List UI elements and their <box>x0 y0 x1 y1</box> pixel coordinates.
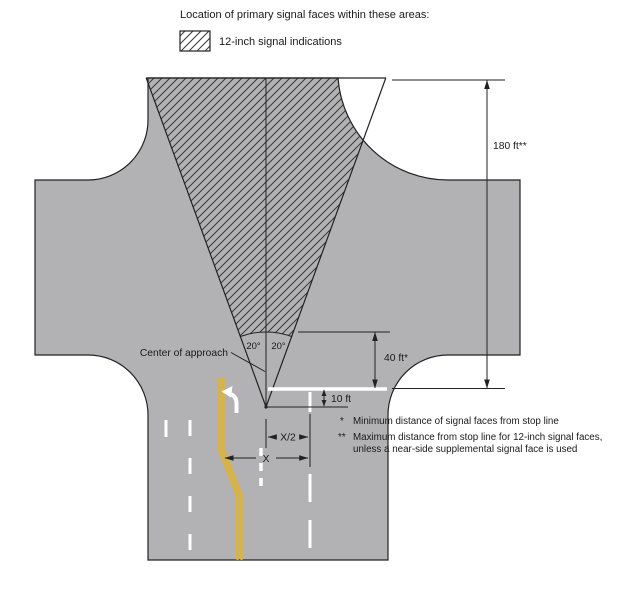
footnote2-line2: unless a near-side supplemental signal f… <box>353 444 577 455</box>
footnotes: * Minimum distance of signal faces from … <box>338 416 602 455</box>
dim-40ft-label: 40 ft* <box>384 353 408 364</box>
arrowhead-x2-right <box>299 434 309 440</box>
double-yellow-left <box>218 378 239 560</box>
arrow-stem <box>229 392 239 413</box>
dim-10ft-label: 10 ft <box>331 394 351 405</box>
footnote2-marker: ** <box>338 432 346 443</box>
arrowhead-40-top <box>372 332 378 341</box>
left-turn-arrow-marking <box>221 386 239 413</box>
dim-x2-label: X/2 <box>280 433 296 444</box>
dim-x-label: X <box>263 454 270 465</box>
left-20deg-ray <box>145 77 267 408</box>
legend-hatch-swatch <box>179 30 211 52</box>
arrowhead-x2-left <box>267 434 277 440</box>
dim-180ft-label: 180 ft** <box>493 141 527 152</box>
arrowhead-10-top <box>321 389 327 396</box>
signal-face-area <box>145 77 387 409</box>
arrowhead-10-bottom <box>321 400 327 407</box>
arrowhead-40-bottom <box>372 379 378 389</box>
arrowhead-180-top <box>484 80 490 89</box>
annotation-labels: Center of approach 20° 20° 180 ft** 40 f… <box>140 141 527 465</box>
arrowhead-180-bottom <box>484 379 490 389</box>
legend-label: 12-inch signal indications <box>219 36 342 48</box>
figure-header: Location of primary signal faces within … <box>179 9 429 52</box>
arrow-head <box>221 386 233 398</box>
angle-right-label: 20° <box>271 341 286 352</box>
footnote2-line1: Maximum distance from stop line for 12-i… <box>353 432 602 443</box>
double-yellow-right <box>222 378 243 560</box>
right-20deg-ray <box>265 77 387 408</box>
road-markings <box>164 378 387 560</box>
figure-title: Location of primary signal faces within … <box>180 9 429 21</box>
arrowhead-x-right <box>299 455 309 461</box>
center-of-approach-label: Center of approach <box>140 348 228 359</box>
angle-left-label: 20° <box>246 341 261 352</box>
dimension-annotations <box>224 79 505 467</box>
footnote1-text: Minimum distance of signal faces from st… <box>353 416 559 427</box>
leader-center-of-approach <box>230 352 266 372</box>
arrowhead-x-left <box>224 455 234 461</box>
footnote1-marker: * <box>340 416 344 427</box>
